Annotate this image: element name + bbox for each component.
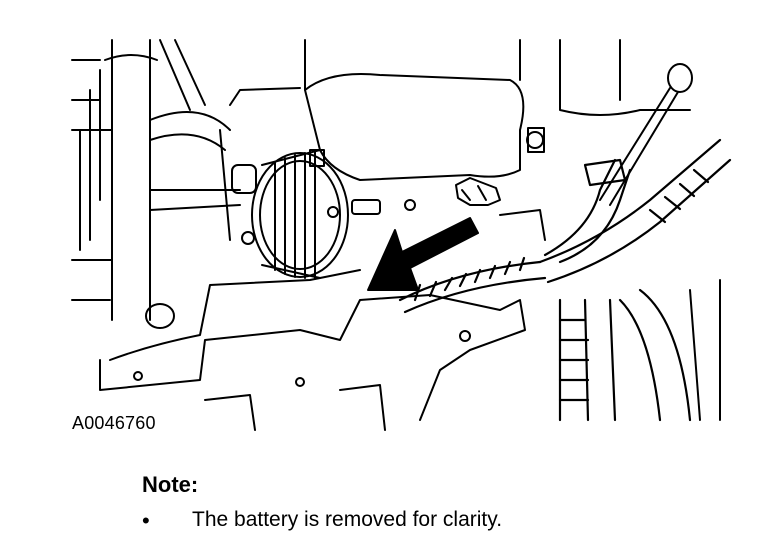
- housing: [219, 39, 545, 241]
- wiring-harness: [398, 138, 732, 422]
- left-tube: [71, 39, 175, 329]
- misc-parts: [241, 199, 721, 421]
- illustration: [71, 39, 732, 431]
- bracket: [99, 269, 526, 431]
- bullet-icon: •: [142, 508, 150, 533]
- dipstick: [559, 39, 693, 206]
- note-title: Note:: [142, 472, 199, 497]
- connector: [455, 177, 501, 206]
- left-hoses: [149, 39, 241, 211]
- pointer-arrow: [367, 217, 479, 291]
- pulley: [231, 149, 349, 280]
- note-item: The battery is removed for clarity.: [192, 508, 503, 531]
- figure-id-label: A0046760: [72, 413, 156, 433]
